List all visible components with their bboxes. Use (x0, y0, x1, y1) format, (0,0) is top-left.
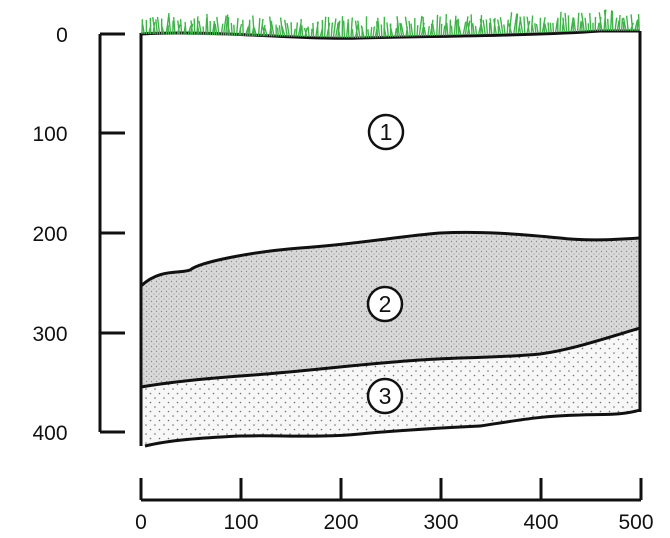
distance-label-0: 0 (135, 511, 147, 534)
depth-label-200: 200 (32, 223, 67, 246)
distance-label-300: 300 (423, 511, 458, 534)
distance-axis-ticks (139, 478, 643, 500)
depth-axis-ticks (100, 32, 125, 434)
grass-surface (141, 9, 640, 39)
layer-1-badge: 1 (367, 113, 405, 151)
bottom-boundary (144, 408, 641, 448)
distance-label-200: 200 (323, 511, 358, 534)
grass-blades (141, 9, 640, 39)
depth-label-400: 400 (32, 422, 67, 445)
ground-surface (140, 29, 640, 40)
boundary-2-3 (140, 326, 641, 389)
distance-label-500: 500 (618, 511, 653, 534)
layer-2-badge: 2 (366, 285, 404, 323)
depth-label-300: 300 (32, 323, 67, 346)
depth-label-0: 0 (56, 24, 68, 47)
layer-3-circle (366, 377, 404, 415)
layer-3-badge: 3 (366, 377, 404, 415)
layer-1-number: 1 (380, 119, 393, 145)
depth-label-100: 100 (32, 123, 67, 146)
distance-label-100: 100 (223, 511, 258, 534)
layer-2-number: 2 (379, 291, 392, 317)
distance-label-400: 400 (523, 511, 558, 534)
layer-1-circle (367, 113, 405, 151)
layer-1-region (141, 31, 640, 286)
layer-2-circle (366, 285, 404, 323)
boundary-1-2 (139, 230, 641, 288)
layer-3-number: 3 (379, 383, 392, 409)
